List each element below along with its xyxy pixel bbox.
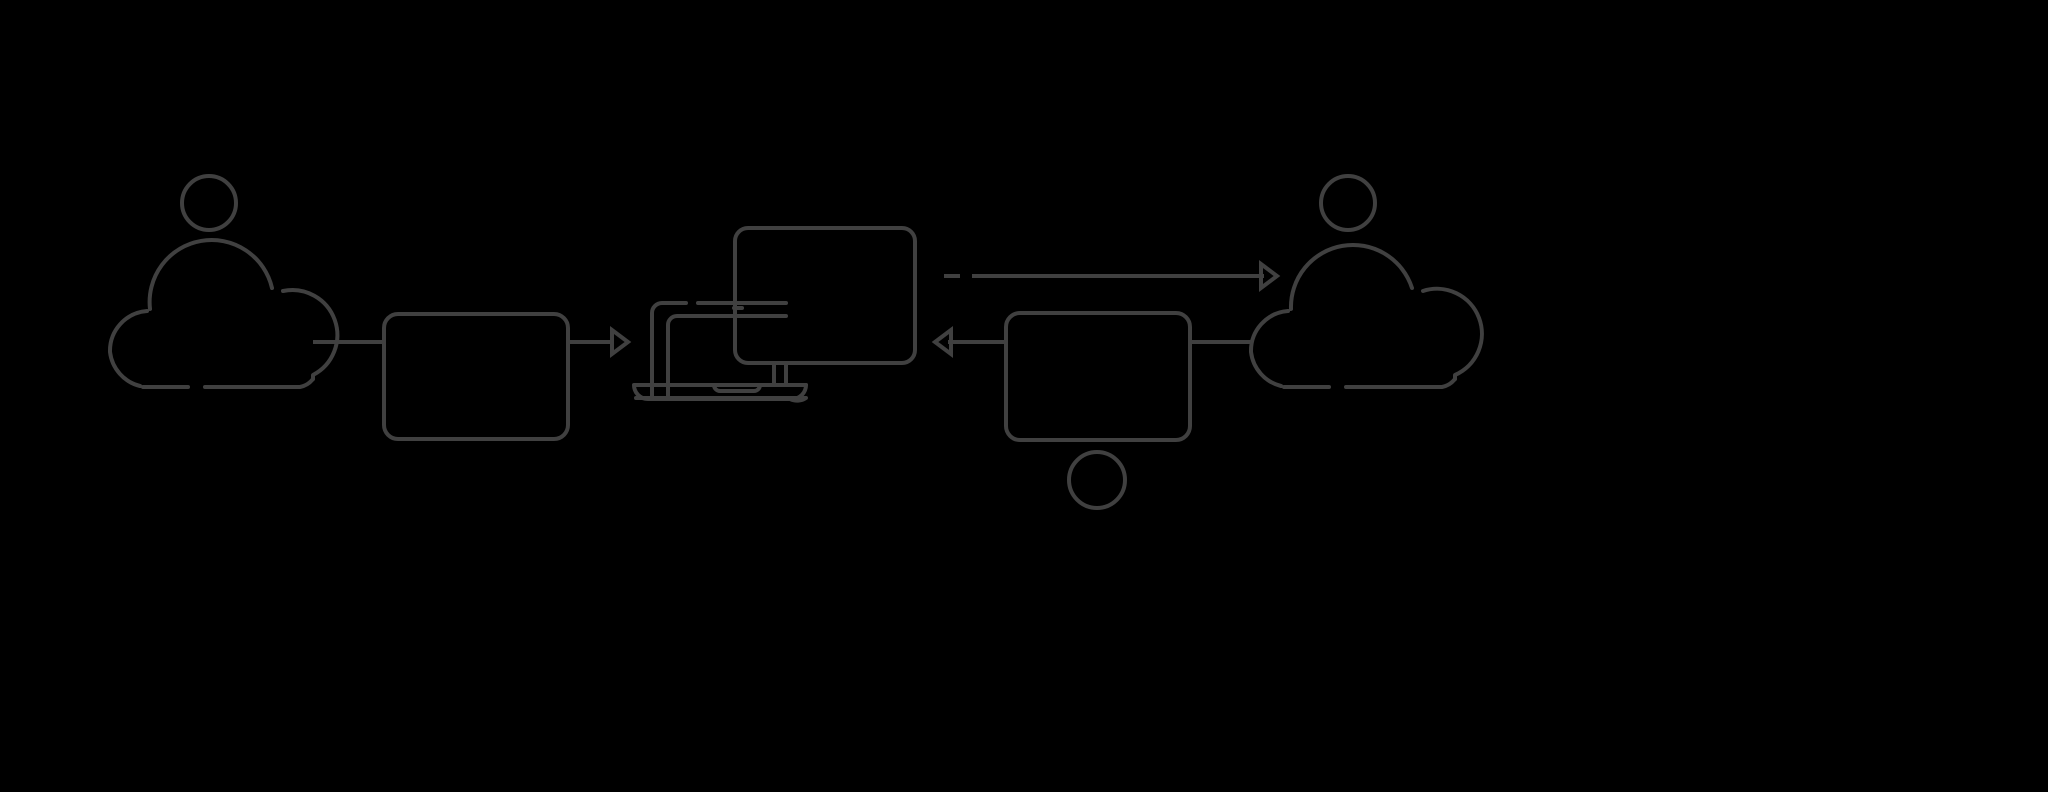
left-cloud-left-bump	[107, 309, 149, 388]
laptop-base-bar	[632, 383, 808, 401]
connector-right-box-to-device	[931, 326, 1006, 358]
arrow-head-left-icon	[931, 326, 953, 358]
right-user-head-icon	[1319, 174, 1377, 232]
right-cloud-bottom-right	[1344, 377, 1457, 389]
laptop-lid-outer-left	[650, 301, 688, 399]
left-user-head-icon	[180, 174, 238, 232]
left-cloud-bottom-right	[203, 377, 315, 389]
right-process-box[interactable]	[1004, 311, 1192, 442]
monitor-screen	[733, 226, 917, 365]
device-cluster-icon[interactable]	[632, 226, 917, 403]
connector-device-to-right-cloud	[944, 260, 1281, 292]
left-cloud-top-bump	[147, 238, 274, 311]
arrow-head-right-icon	[1259, 260, 1281, 292]
right-user-cloud-icon[interactable]	[1248, 174, 1484, 389]
right-cloud-right-bump	[1421, 286, 1484, 381]
right-box-badge-circle	[1067, 450, 1127, 510]
left-cloud-right-bump	[281, 288, 340, 381]
right-cloud-left-bump	[1248, 309, 1290, 388]
arrow-head-right-icon	[610, 326, 632, 358]
laptop-screen-inner	[666, 314, 788, 399]
connector-left-box-to-device	[568, 326, 632, 358]
left-process-box[interactable]	[382, 312, 570, 441]
right-cloud-top-bump	[1288, 242, 1414, 311]
left-user-cloud-icon[interactable]	[107, 174, 340, 389]
